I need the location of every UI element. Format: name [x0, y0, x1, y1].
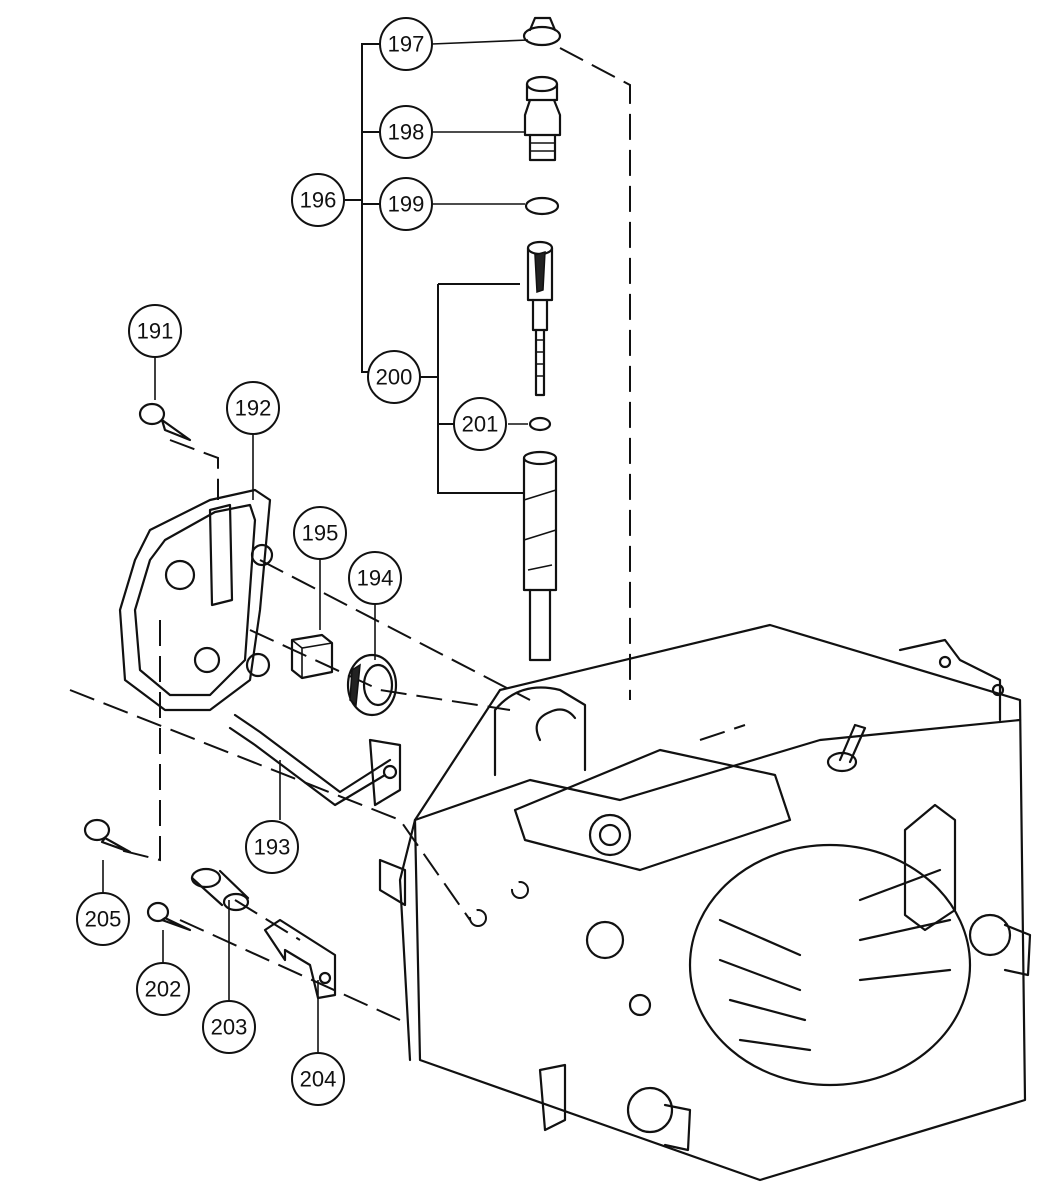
callout-205-label: 205 — [85, 907, 122, 932]
part-200-tube — [522, 450, 558, 662]
part-194-seal — [346, 653, 398, 717]
callout-202-label: 202 — [145, 977, 182, 1002]
part-199-o-ring — [524, 196, 560, 216]
callout-199-label: 199 — [388, 192, 425, 217]
callout-200-label: 200 — [376, 365, 413, 390]
callout-196: 196 — [291, 173, 345, 227]
part-197-cap — [522, 16, 562, 47]
part-200-adjuster — [526, 240, 554, 397]
callout-196-label: 196 — [300, 188, 337, 213]
part-191-screw — [138, 402, 192, 442]
callout-200: 200 — [367, 350, 421, 404]
callout-204-label: 204 — [300, 1067, 337, 1092]
callout-197: 197 — [379, 17, 433, 71]
callout-197-label: 197 — [388, 32, 425, 57]
callout-191: 191 — [128, 304, 182, 358]
callout-192: 192 — [226, 381, 280, 435]
callout-195: 195 — [293, 506, 347, 560]
callout-195-label: 195 — [302, 521, 339, 546]
part-202-screw — [146, 901, 192, 932]
callout-194: 194 — [348, 551, 402, 605]
part-205-screw — [83, 818, 132, 854]
callout-191-label: 191 — [137, 319, 174, 344]
callout-193: 193 — [245, 820, 299, 874]
crankcase-housing — [378, 623, 1032, 1182]
callout-199: 199 — [379, 177, 433, 231]
part-193-tube — [228, 713, 402, 807]
callout-194-label: 194 — [357, 566, 394, 591]
callout-193-label: 193 — [254, 835, 291, 860]
callout-192-label: 192 — [235, 396, 272, 421]
callout-203-label: 203 — [211, 1015, 248, 1040]
part-201-o-ring — [528, 416, 552, 432]
callout-205: 205 — [76, 892, 130, 946]
callout-198: 198 — [379, 105, 433, 159]
callout-202: 202 — [136, 962, 190, 1016]
callout-203: 203 — [202, 1000, 256, 1054]
part-203-bushing — [190, 867, 250, 912]
callout-198-label: 198 — [388, 120, 425, 145]
part-195-pad — [290, 633, 334, 680]
part-198-plug — [523, 75, 562, 162]
callout-201-label: 201 — [462, 412, 499, 437]
callout-201: 201 — [453, 397, 507, 451]
assembly-dash-lines — [69, 47, 631, 1021]
part-192-cover — [118, 488, 274, 712]
part-204-bracket — [263, 918, 337, 1000]
callout-204: 204 — [291, 1052, 345, 1106]
